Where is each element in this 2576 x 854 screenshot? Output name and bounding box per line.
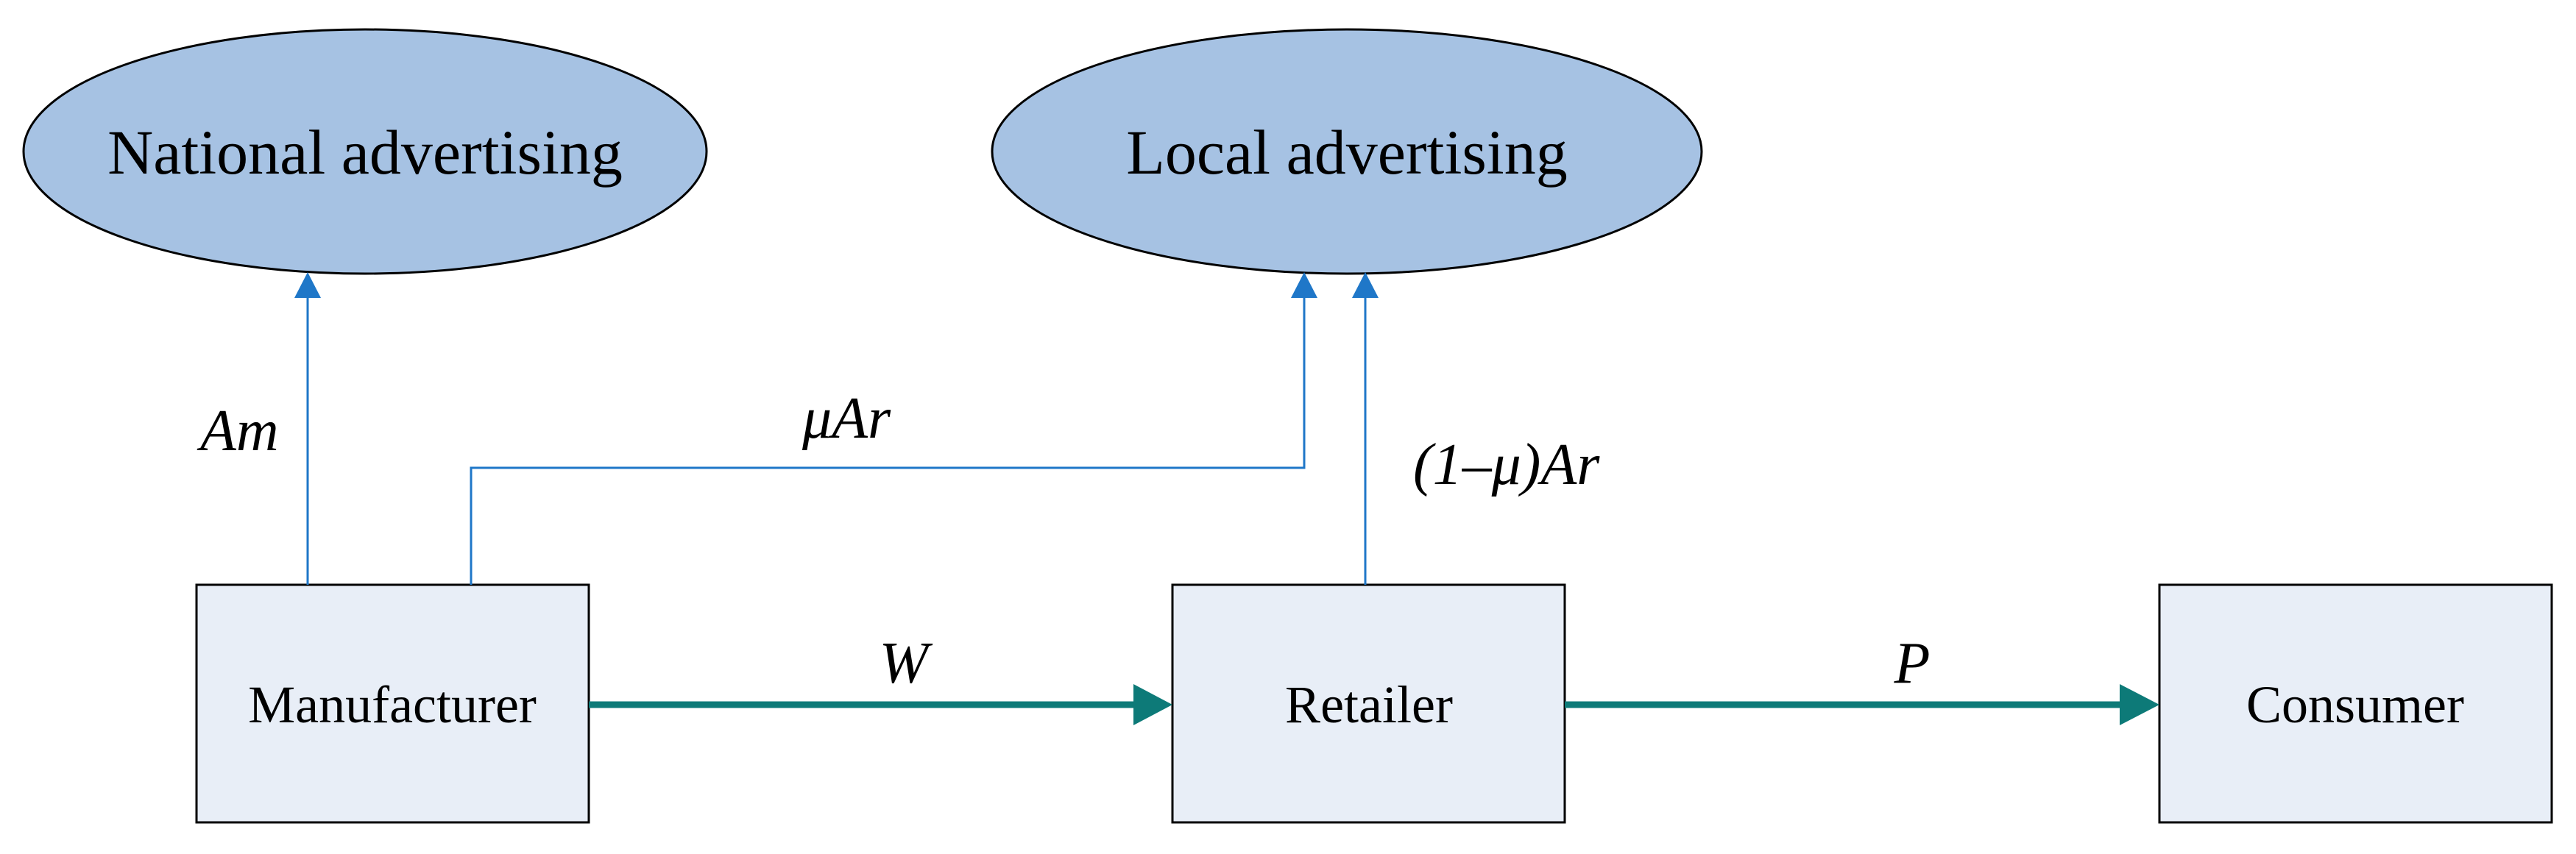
- edge-am: [294, 272, 321, 585]
- edge-w: [589, 684, 1172, 725]
- node-national-advertising: National advertising: [22, 28, 708, 275]
- node-local-advertising-label: Local advertising: [1126, 117, 1567, 188]
- node-consumer-label: Consumer: [2246, 675, 2464, 734]
- node-local-advertising: Local advertising: [991, 28, 1703, 275]
- edge-p: [1565, 684, 2159, 725]
- node-national-advertising-label: National advertising: [107, 117, 623, 188]
- node-consumer: Consumer: [2158, 583, 2553, 824]
- node-manufacturer: Manufacturer: [195, 583, 590, 824]
- edge-one-minus-mu-ar-label: (1–μ)Ar: [1413, 433, 1600, 497]
- edge-w-label: W: [880, 631, 933, 696]
- node-retailer-label: Retailer: [1285, 675, 1453, 734]
- edge-mu-ar: [470, 272, 1317, 585]
- node-manufacturer-label: Manufacturer: [248, 675, 537, 734]
- edge-mu-ar-label: μAr: [802, 386, 891, 451]
- edge-one-minus-mu-ar: [1352, 272, 1379, 585]
- edge-am-label: Am: [197, 399, 279, 463]
- edge-p-label: P: [1894, 631, 1931, 696]
- node-retailer: Retailer: [1171, 583, 1566, 824]
